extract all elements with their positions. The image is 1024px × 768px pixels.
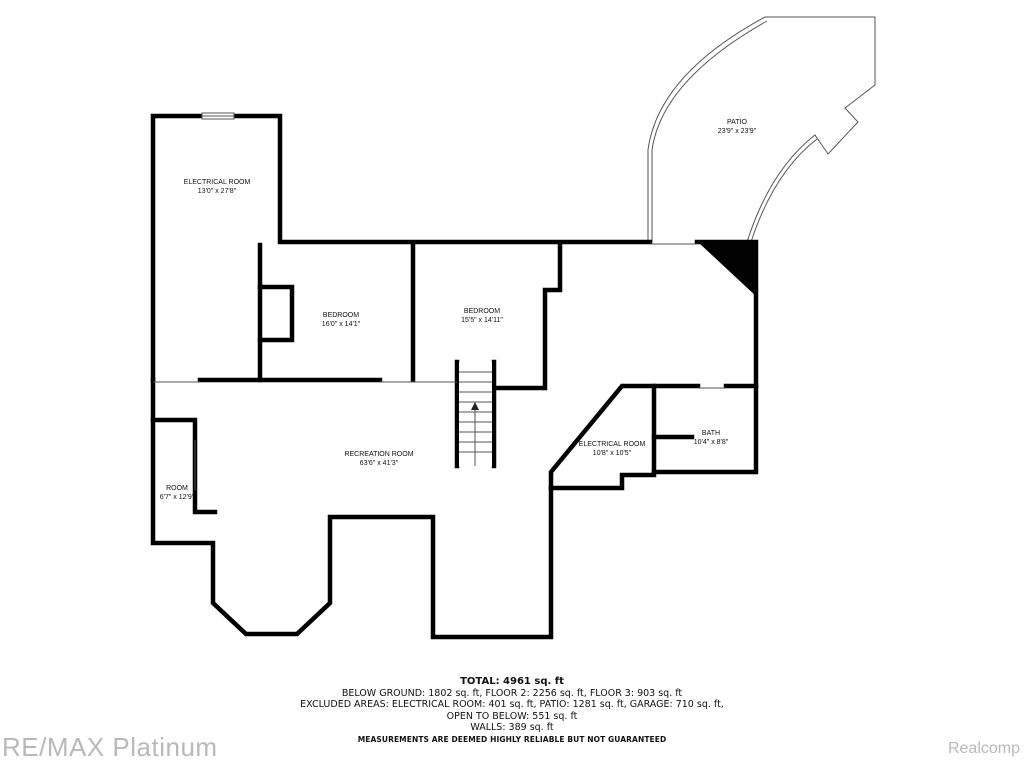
brand-watermark-left: RE/MAX Platinum [2, 732, 218, 762]
room-dims: 6'7" x 12'9" [160, 494, 195, 501]
window [201, 112, 235, 120]
patio-dims: 23'9" x 23'9" [718, 128, 757, 135]
bath-name: BATH [702, 430, 720, 437]
corner-triangle [699, 243, 757, 297]
openings [153, 243, 726, 490]
brand-watermark-right: Realcomp [947, 740, 1020, 757]
summary-line-4: WALLS: 389 sq. ft [470, 722, 554, 733]
bedroom-1-name: BEDROOM [323, 312, 359, 319]
patio-outline [647, 16, 876, 243]
bedroom-2-name: BEDROOM [464, 308, 500, 315]
bedroom-2-dims: 15'5" x 14'11" [461, 317, 503, 324]
total-area: TOTAL: 4961 sq. ft [460, 676, 564, 687]
bath-dims: 10'4" x 8'8" [694, 439, 729, 446]
patio-name: PATIO [727, 119, 748, 126]
disclaimer: MEASUREMENTS ARE DEEMED HIGHLY RELIABLE … [357, 734, 667, 744]
electrical-room-1-name: ELECTRICAL ROOM [184, 179, 251, 186]
summary-line-3: OPEN TO BELOW: 551 sq. ft [446, 710, 578, 722]
stairs [459, 362, 492, 466]
electrical-room-2-dims: 10'8" x 10'5" [593, 450, 632, 457]
room-name: ROOM [166, 485, 188, 492]
summary-line-1: BELOW GROUND: 1802 sq. ft, FLOOR 2: 2256… [341, 687, 683, 699]
area-summary: TOTAL: 4961 sq. ft BELOW GROUND: 1802 sq… [212, 676, 812, 745]
summary-line-2: EXCLUDED AREAS: ELECTRICAL ROOM: 401 sq.… [300, 699, 724, 710]
bedroom-1-dims: 16'0" x 14'1" [322, 321, 361, 328]
recreation-room-name: RECREATION ROOM [344, 451, 413, 458]
recreation-room-dims: 63'6" x 41'3" [360, 460, 399, 467]
room-labels: PATIO 23'9" x 23'9" ELECTRICAL ROOM 13'0… [160, 119, 757, 501]
exterior-walls [150, 113, 759, 640]
electrical-room-2-name: ELECTRICAL ROOM [579, 441, 646, 448]
electrical-room-1-dims: 13'0" x 27'8" [198, 188, 237, 195]
